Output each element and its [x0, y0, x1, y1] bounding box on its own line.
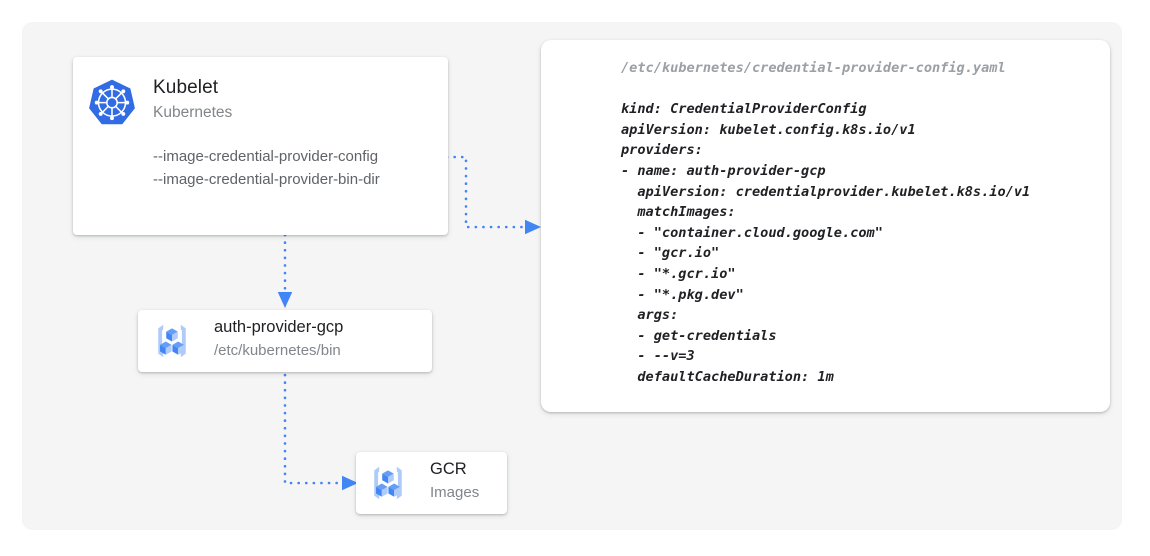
kubelet-card[interactable]: Kubelet Kubernetes --image-credential-pr… — [73, 57, 448, 235]
gcr-card-title: GCR — [430, 460, 467, 478]
auth-provider-gcp-card[interactable]: auth-provider-gcp /etc/kubernetes/bin — [138, 310, 432, 372]
gcr-card[interactable]: GCR Images — [356, 452, 507, 514]
gcr-card-subtitle: Images — [430, 484, 480, 501]
auth-provider-card-title: auth-provider-gcp — [214, 318, 344, 336]
auth-provider-card-subtitle: /etc/kubernetes/bin — [214, 342, 341, 359]
kubelet-flag-config: --image-credential-provider-config — [153, 148, 379, 165]
gcp-container-registry-icon — [158, 324, 186, 358]
yaml-code-block: /etc/kubernetes/credential-provider-conf… — [621, 58, 1100, 402]
kubelet-card-subtitle: Kubernetes — [153, 104, 233, 121]
credential-provider-config-card[interactable]: /etc/kubernetes/credential-provider-conf… — [541, 40, 1110, 412]
kubelet-flag-bin-dir: --image-credential-provider-bin-dir — [153, 171, 380, 188]
kubelet-card-title: Kubelet — [153, 77, 219, 98]
gcp-container-registry-icon — [374, 466, 402, 500]
yaml-content: kind: CredentialProviderConfig apiVersio… — [621, 101, 1031, 385]
yaml-file-path: /etc/kubernetes/credential-provider-conf… — [621, 60, 1006, 76]
kubernetes-icon — [89, 79, 135, 125]
